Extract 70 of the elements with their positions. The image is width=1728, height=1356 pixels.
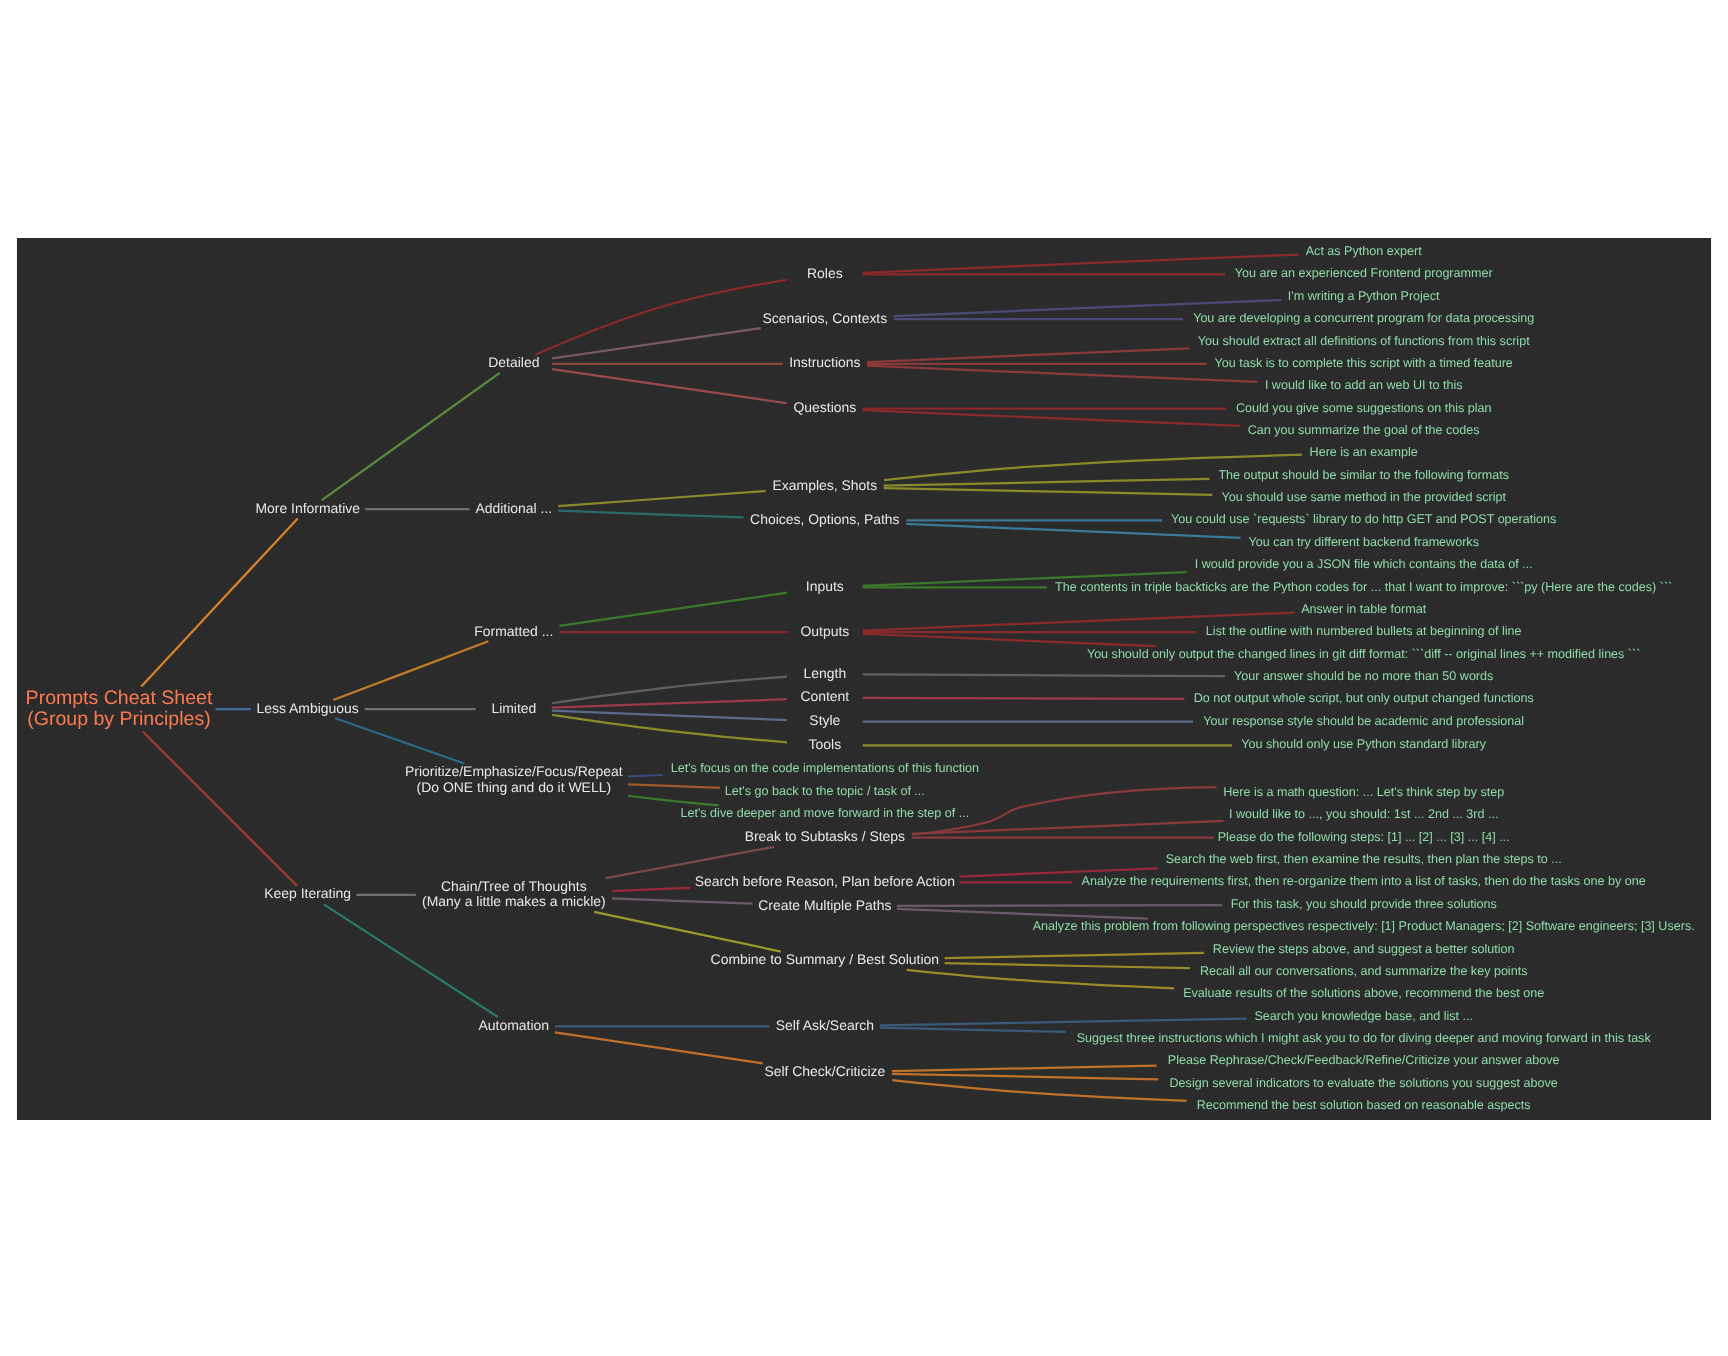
- connector: [911, 784, 1217, 835]
- connector: [893, 316, 1184, 320]
- connector: [862, 406, 1227, 409]
- connector: [880, 1025, 1066, 1033]
- connector: [551, 708, 787, 721]
- connector: [558, 488, 766, 507]
- connector: [883, 485, 1213, 495]
- connector: [554, 1024, 770, 1027]
- connector: [867, 361, 1207, 364]
- connector: [944, 950, 1205, 959]
- connector: [892, 1077, 1187, 1101]
- connector: [862, 672, 1226, 677]
- connector: [891, 1071, 1159, 1080]
- connector: [356, 892, 416, 896]
- connector: [611, 896, 753, 904]
- connector: [862, 252, 1299, 273]
- connector: [627, 772, 663, 777]
- connector: [551, 697, 787, 708]
- connector: [867, 346, 1190, 363]
- connector: [611, 885, 691, 892]
- connector: [906, 521, 1241, 538]
- connector: [551, 326, 761, 359]
- connector: [215, 706, 251, 710]
- connector: [906, 518, 1163, 521]
- connector: [142, 729, 298, 886]
- connector: [862, 631, 1157, 647]
- connector: [551, 361, 783, 364]
- connector: [554, 1030, 763, 1064]
- connector: [959, 880, 1072, 883]
- connector: [862, 630, 1196, 633]
- connector: [559, 630, 788, 633]
- connector: [552, 712, 788, 743]
- connector: [862, 272, 1226, 275]
- connector: [627, 782, 720, 788]
- connector: [891, 1063, 1157, 1072]
- connector: [862, 743, 1232, 746]
- connector: [893, 297, 1282, 317]
- connector: [334, 716, 465, 764]
- connector: [880, 1016, 1247, 1026]
- connector: [559, 590, 788, 626]
- connector: [365, 507, 470, 510]
- connector: [627, 793, 719, 806]
- connector: [896, 906, 1148, 919]
- connector: [558, 508, 744, 518]
- connector: [862, 610, 1295, 631]
- connector: [140, 516, 299, 687]
- connector: [896, 903, 1223, 907]
- connector: [911, 835, 1214, 838]
- connector: [323, 902, 499, 1017]
- connector: [867, 363, 1258, 382]
- connector: [332, 639, 489, 700]
- connector: [862, 695, 1185, 699]
- connector: [944, 961, 1190, 969]
- connector: [959, 866, 1159, 877]
- connector: [364, 706, 476, 710]
- connector: [862, 585, 1047, 588]
- connector: [551, 367, 788, 404]
- connector: [883, 476, 1210, 486]
- connector: [883, 452, 1303, 481]
- connector: [594, 909, 781, 952]
- connector: [321, 370, 501, 500]
- connector: [605, 844, 775, 879]
- connector: [862, 408, 1240, 427]
- connector: [911, 818, 1224, 835]
- connector: [534, 277, 787, 355]
- node-text: Prompts Cheat Sheet (Group by Principles): [25, 686, 213, 730]
- connector: [906, 967, 1175, 989]
- connector: [552, 674, 788, 704]
- connector: [862, 719, 1194, 722]
- connector: [862, 570, 1187, 586]
